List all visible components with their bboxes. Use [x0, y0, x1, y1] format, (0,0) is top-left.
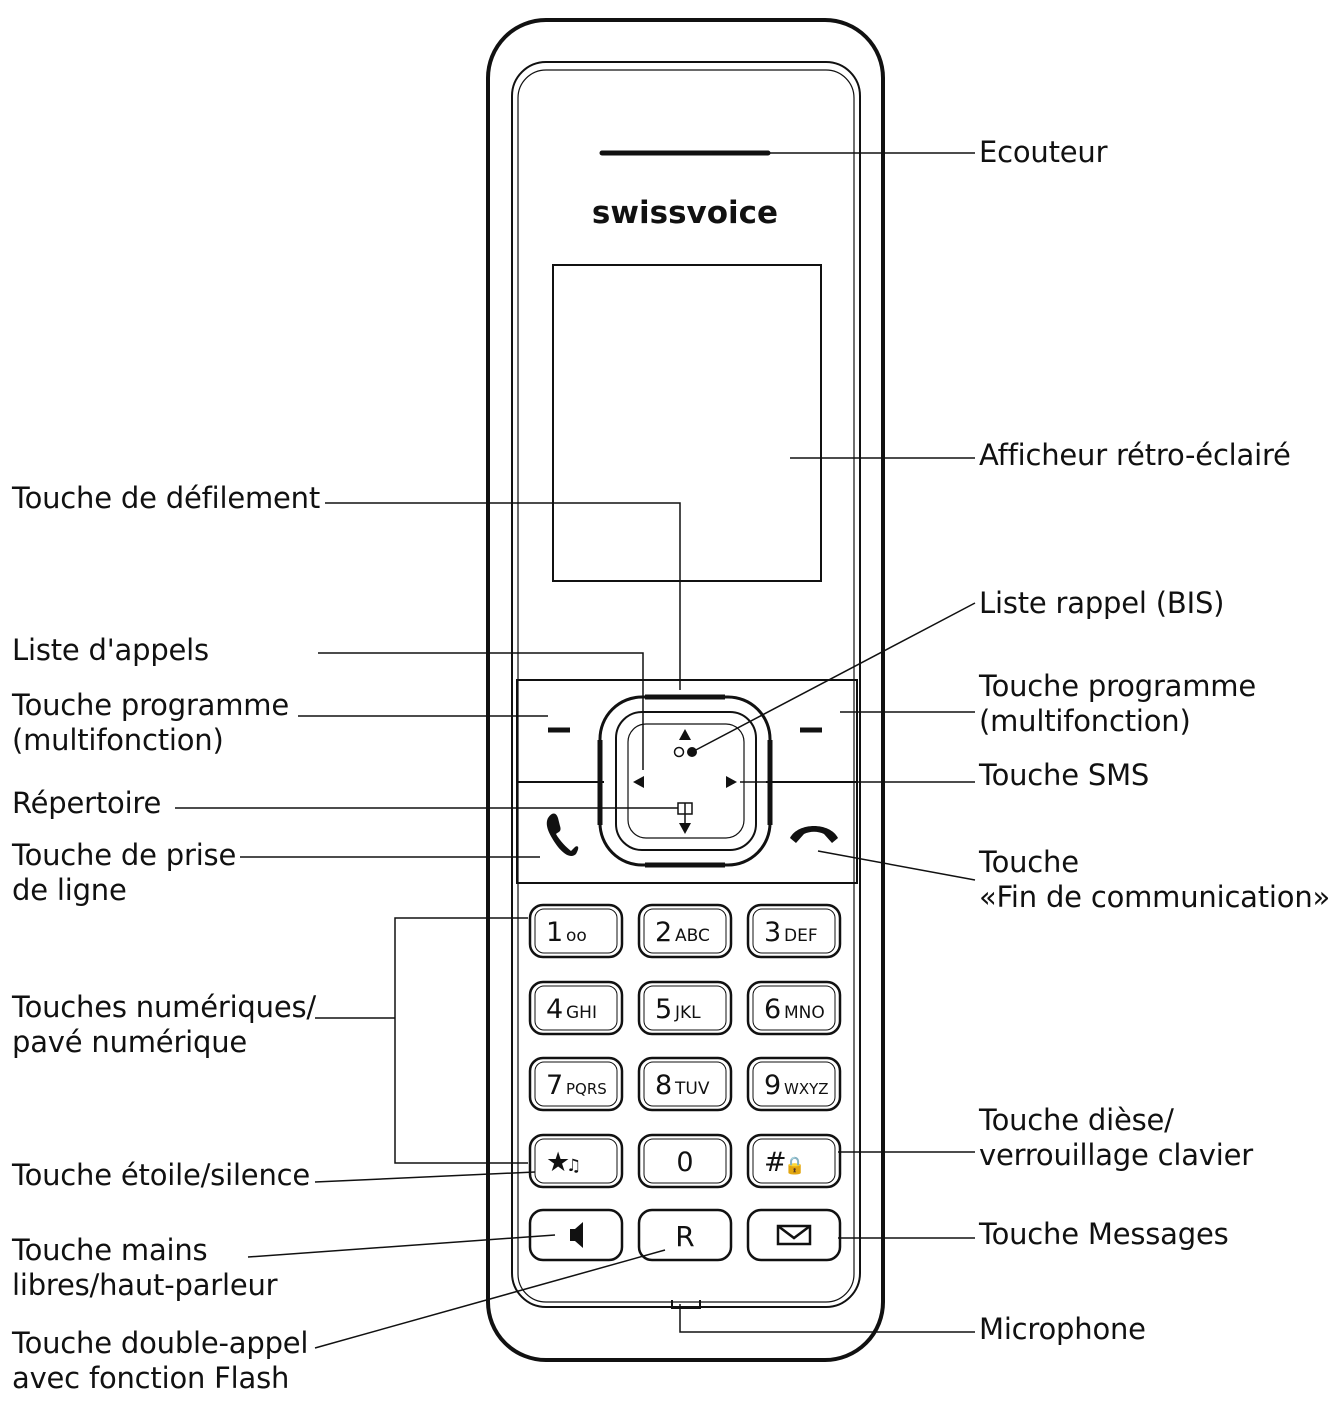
- label-sms: Touche SMS: [979, 758, 1150, 792]
- leader-liste-rappel: [691, 602, 976, 753]
- label-prog-right-2: (multifonction): [979, 704, 1191, 738]
- keypad-letters: WXYZ: [784, 1080, 829, 1098]
- label-microphone: Microphone: [979, 1312, 1146, 1346]
- label-liste-appels: Liste d'appels: [12, 633, 209, 667]
- keypad-letters: ABC: [675, 926, 710, 946]
- nav-left-icon: [633, 776, 644, 788]
- label-fin-2: «Fin de communication»: [979, 880, 1331, 914]
- nav-up-icon: [679, 729, 691, 740]
- nav-right-icon: [726, 776, 737, 788]
- label-diese-1: Touche dièse/: [979, 1103, 1174, 1137]
- label-fin-1: Touche: [979, 845, 1079, 879]
- keypad-digit: 4: [546, 994, 563, 1025]
- microphone-hole: [671, 1300, 701, 1309]
- label-etoile: Touche étoile/silence: [12, 1158, 311, 1192]
- label-num-2: pavé numérique: [12, 1025, 248, 1059]
- label-prise-2: de ligne: [12, 873, 127, 907]
- label-prog-left-2: (multifonction): [12, 723, 224, 757]
- label-mains-1: Touche mains: [12, 1233, 208, 1267]
- envelope-icon: [776, 1224, 812, 1246]
- label-ecouteur: Ecouteur: [979, 135, 1108, 169]
- keypad-digit: 0: [676, 1147, 693, 1178]
- end-call-icon: [790, 826, 838, 843]
- keypad-digit: #: [764, 1147, 787, 1178]
- label-liste-rappel: Liste rappel (BIS): [979, 586, 1225, 620]
- leader-microphone: [679, 1304, 975, 1333]
- display-screen: [552, 264, 822, 582]
- keypad-key[interactable]: ★♫: [528, 1133, 624, 1189]
- label-num-1: Touches numériques/: [12, 990, 316, 1024]
- keypad-digit: 3: [764, 917, 781, 948]
- keypad-digit: 1: [546, 917, 563, 948]
- keypad-letters: TUV: [674, 1079, 710, 1099]
- keypad-letters: JKL: [674, 1003, 701, 1023]
- keypad-digit: 6: [764, 994, 781, 1025]
- keypad-letters: PQRS: [566, 1080, 607, 1098]
- label-double-2: avec fonction Flash: [12, 1361, 290, 1395]
- speaker-key[interactable]: [528, 1208, 624, 1262]
- label-diese-2: verrouillage clavier: [979, 1138, 1253, 1172]
- label-defilement: Touche de défilement: [12, 481, 321, 515]
- leader-mains: [247, 1234, 556, 1258]
- nav-down-icon: [679, 823, 691, 834]
- label-messages: Touche Messages: [979, 1217, 1229, 1251]
- leader-fin: [817, 850, 976, 881]
- handset-body: [486, 18, 885, 1362]
- leader-etoile: [314, 1171, 536, 1183]
- keypad-letters: oo: [566, 926, 587, 946]
- leader-keypad-bracket: [394, 917, 528, 1164]
- brand-logo: swissvoice: [592, 195, 778, 231]
- label-prise-1: Touche de prise: [12, 838, 237, 872]
- label-prog-right-1: Touche programme: [979, 669, 1256, 703]
- leader-double: [314, 1249, 666, 1349]
- keypad-digit: 9: [764, 1070, 781, 1101]
- label-mains-2: libres/haut-parleur: [12, 1268, 278, 1302]
- keypad-letters: ♫: [566, 1156, 581, 1176]
- label-repertoire: Répertoire: [12, 786, 162, 820]
- r-key-label: R: [675, 1220, 694, 1253]
- keypad-digit: 2: [655, 917, 672, 948]
- call-icon: [546, 813, 579, 857]
- keypad-digit: ★: [546, 1147, 570, 1178]
- r-key[interactable]: [637, 1208, 733, 1262]
- messages-key[interactable]: [746, 1208, 842, 1262]
- leader-liste-appels: [318, 652, 644, 770]
- keypad-letters: GHI: [566, 1003, 597, 1023]
- keypad-letters: DEF: [784, 926, 818, 946]
- handset-face: [511, 61, 861, 1308]
- keypad-key[interactable]: 0: [637, 1133, 733, 1189]
- label-prog-left-1: Touche programme: [12, 688, 289, 722]
- keypad-digit: 7: [546, 1070, 563, 1101]
- keypad-digit: 8: [655, 1070, 672, 1101]
- keypad-letters: MNO: [784, 1003, 825, 1023]
- keypad-digit: 5: [655, 994, 672, 1025]
- keypad-key[interactable]: #🔒: [746, 1133, 842, 1189]
- keypad-letters: 🔒: [784, 1156, 805, 1176]
- label-afficheur: Afficheur rétro-éclairé: [979, 438, 1291, 472]
- speaker-icon: [570, 1229, 575, 1241]
- leader-defilement: [325, 502, 681, 690]
- label-double-1: Touche double-appel: [12, 1326, 309, 1360]
